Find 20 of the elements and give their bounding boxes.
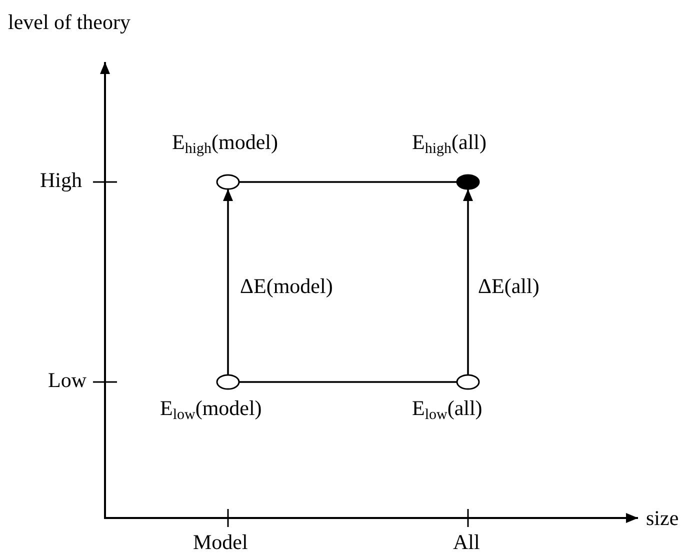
arrow <box>223 189 233 375</box>
edge-label: ΔE(all) <box>476 275 542 298</box>
point-label: E$_{low}$(model) <box>160 398 262 423</box>
point-label: E$_{high}$(model) <box>172 132 278 157</box>
point-marker <box>456 374 480 390</box>
edge-label: ΔE(model) <box>238 275 335 298</box>
tick-label: Low <box>48 370 86 391</box>
arrow <box>463 189 473 375</box>
point-label: E$_{high}$(all) <box>412 132 486 157</box>
point-marker <box>456 174 480 190</box>
tick-label: Model <box>193 532 248 553</box>
point-marker <box>216 374 240 390</box>
point-marker <box>216 174 240 190</box>
connector-line <box>239 181 457 183</box>
tick-label: High <box>40 170 82 191</box>
axis-title: level of theory <box>8 12 130 33</box>
tick-label: All <box>453 532 480 553</box>
connector-line <box>239 381 457 383</box>
axis-title: size <box>646 508 679 529</box>
point-label: E$_{low}$(all) <box>412 398 482 423</box>
